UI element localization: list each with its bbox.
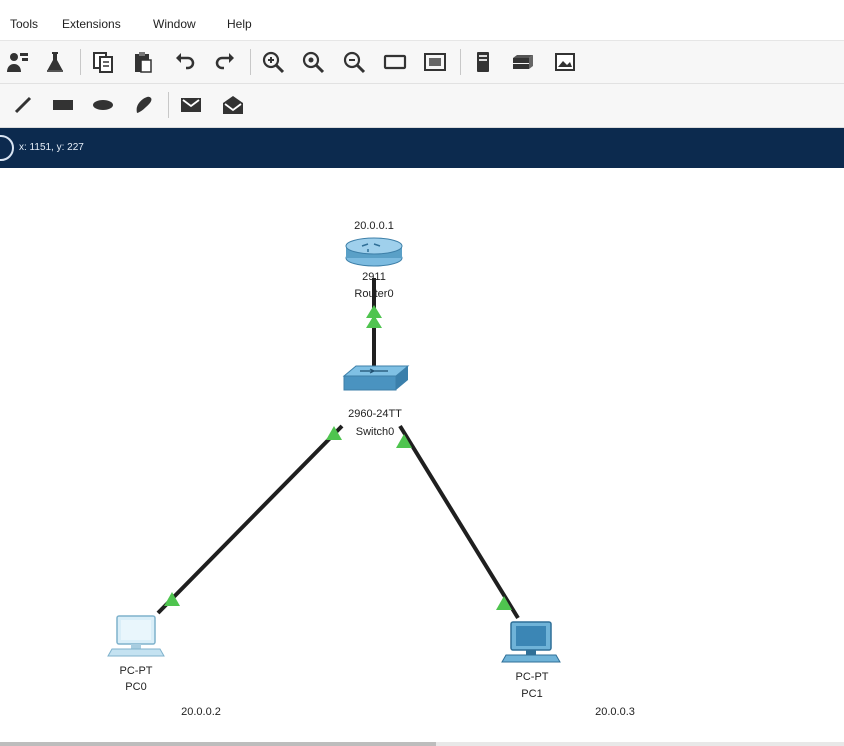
link-switch-pc1 — [398, 424, 520, 620]
link-status-router — [366, 305, 382, 318]
line-tool-icon[interactable] — [8, 90, 38, 120]
menu-help[interactable]: Help — [227, 17, 252, 31]
zoom-in-icon[interactable] — [258, 47, 288, 77]
pc1-icon — [501, 621, 561, 663]
freeform-pencil-icon[interactable] — [128, 90, 158, 120]
complex-pdu-icon[interactable] — [218, 90, 248, 120]
ellipse-tool-icon[interactable] — [88, 90, 118, 120]
menu-tools[interactable]: Tools — [10, 17, 39, 31]
paste-icon[interactable] — [128, 47, 158, 77]
redo-icon[interactable] — [210, 47, 240, 77]
coordinates-bar: x: 1151, y: 227 — [0, 128, 844, 168]
pc0-model-label: PC-PT — [119, 665, 153, 677]
menu-window[interactable]: Window — [153, 17, 196, 31]
cursor-coordinates: x: 1151, y: 227 — [19, 142, 84, 153]
toolbar-separator — [80, 49, 81, 75]
logical-workspace[interactable]: 20.0.0.1 2911 Router0 2960-24TT Switch0 … — [0, 168, 844, 742]
switch-icon — [342, 365, 410, 391]
pc0-icon — [107, 615, 165, 657]
pc1-ip-label: 20.0.0.3 — [595, 706, 635, 718]
pc1-model-label: PC-PT — [515, 671, 549, 683]
horizontal-scrollbar[interactable] — [0, 742, 844, 746]
link-status-pc0 — [164, 592, 180, 606]
toolbar-separator — [250, 49, 251, 75]
rectangle-view-icon[interactable] — [380, 47, 410, 77]
link-switch-pc0 — [156, 424, 344, 615]
link-status-switch-pc0 — [326, 426, 342, 440]
main-toolbar — [0, 40, 844, 84]
rectangle-tool-icon[interactable] — [48, 90, 78, 120]
link-status-switch-pc1 — [396, 434, 412, 448]
custom-devices-icon[interactable] — [508, 47, 538, 77]
switch-model-label: 2960-24TT — [348, 408, 402, 420]
palette-view-icon[interactable] — [420, 47, 450, 77]
router-model-label: 2911 — [362, 271, 386, 283]
menu-extensions[interactable]: Extensions — [62, 17, 121, 31]
router-name-label: Router0 — [354, 288, 394, 300]
pc1-name-label: PC1 — [521, 688, 543, 700]
switch-name-label: Switch0 — [355, 426, 395, 438]
drawing-toolbar — [0, 84, 844, 128]
router-icon — [345, 237, 403, 267]
undo-icon[interactable] — [170, 47, 200, 77]
link-status-pc1 — [496, 596, 512, 610]
pc0-ip-label: 20.0.0.2 — [181, 706, 221, 718]
toolbar-separator — [168, 92, 169, 118]
scrollbar-thumb[interactable] — [0, 742, 436, 746]
screenshot-icon[interactable] — [550, 47, 580, 77]
toolbar-separator — [460, 49, 461, 75]
users-icon[interactable] — [2, 47, 32, 77]
copy-icon[interactable] — [88, 47, 118, 77]
menu-bar: Tools Extensions Window Help — [0, 0, 844, 40]
simple-pdu-icon[interactable] — [176, 90, 206, 120]
router-ip-label: 20.0.0.1 — [354, 220, 394, 232]
link-status-router-lower — [366, 315, 382, 328]
viewport-toggle-icon[interactable] — [0, 135, 14, 161]
pc0-name-label: PC0 — [125, 681, 147, 693]
links-layer — [107, 237, 561, 663]
zoom-out-icon[interactable] — [339, 47, 369, 77]
zoom-reset-icon[interactable] — [298, 47, 328, 77]
lab-flask-icon[interactable] — [40, 47, 70, 77]
device-icon[interactable] — [468, 47, 498, 77]
